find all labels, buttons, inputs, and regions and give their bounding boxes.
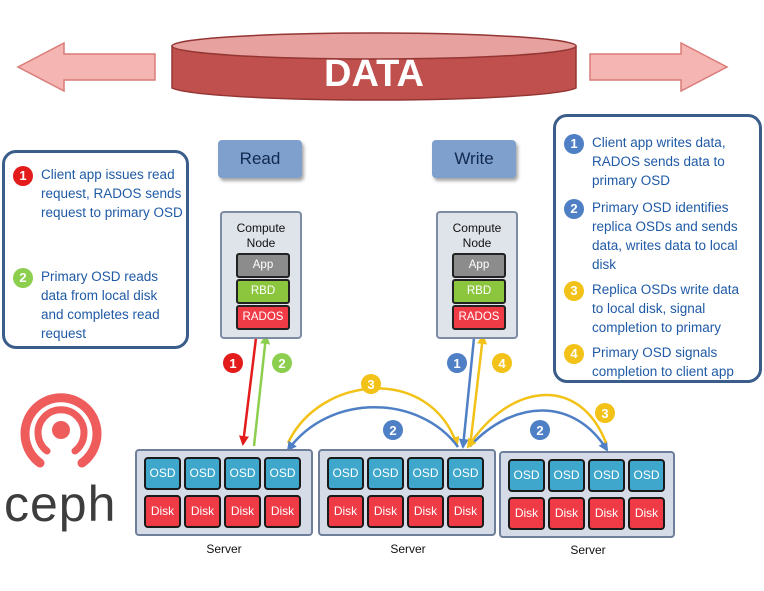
ceph-logo-icon — [20, 393, 102, 468]
disk-3: Disk — [224, 495, 261, 528]
server-3: OSD OSD OSD OSD Disk Disk Disk Disk — [499, 451, 675, 538]
osd-3: OSD — [407, 457, 444, 490]
rbd-layer: RBD — [452, 279, 506, 304]
app-layer: App — [236, 253, 290, 278]
osd-2: OSD — [548, 459, 585, 492]
osd-1: OSD — [327, 457, 364, 490]
svg-text:2: 2 — [278, 356, 285, 371]
write-step-4-badge: 4 — [564, 344, 584, 364]
left-arrow — [16, 41, 156, 93]
osd-2: OSD — [367, 457, 404, 490]
write-compute-node: Compute Node App RBD RADOS — [436, 211, 518, 339]
ceph-wordmark: ceph — [4, 476, 117, 532]
svg-text:3: 3 — [601, 406, 608, 421]
write-step-2-text: Primary OSD identifies replica OSDs and … — [592, 200, 738, 272]
write-step-4: 4 Primary OSD signals completion to clie… — [564, 343, 754, 381]
server-2: OSD OSD OSD OSD Disk Disk Disk Disk — [318, 449, 496, 536]
server-3-label: Server — [570, 543, 606, 557]
read-step-1-text: Client app issues read request, RADOS se… — [41, 167, 183, 220]
compute-node-title: Compute Node — [236, 221, 286, 250]
disk-3: Disk — [407, 495, 444, 528]
disk-2: Disk — [548, 497, 585, 530]
disk-1: Disk — [327, 495, 364, 528]
write-step-3: 3 Replica OSDs write data to local disk,… — [564, 280, 754, 337]
rbd-layer: RBD — [236, 279, 290, 304]
badge-send-2a: 2 — [383, 420, 403, 440]
badge-write-4: 4 — [492, 353, 512, 373]
read-mode-label: Read — [218, 140, 302, 178]
read-step-2-badge: 2 — [13, 268, 33, 288]
disk-4: Disk — [628, 497, 665, 530]
right-arrow — [589, 41, 729, 93]
write-step-1-text: Client app writes data, RADOS sends data… — [592, 135, 726, 188]
osd-4: OSD — [628, 459, 665, 492]
badge-write-1: 1 — [447, 353, 467, 373]
read-step-2-text: Primary OSD reads data from local disk a… — [41, 269, 160, 341]
write-step-4-text: Primary OSD signals completion to client… — [592, 345, 734, 379]
badge-send-2b: 2 — [530, 420, 550, 440]
replica-send-arc-right — [469, 409, 609, 452]
write-step-2-badge: 2 — [564, 199, 584, 219]
osd-2: OSD — [184, 457, 221, 490]
write-mode-label: Write — [432, 140, 516, 178]
server-1-label: Server — [206, 542, 242, 556]
disk-1: Disk — [144, 495, 181, 528]
app-layer: App — [452, 253, 506, 278]
osd-3: OSD — [224, 457, 261, 490]
badge-read-2: 2 — [272, 353, 292, 373]
server-1: OSD OSD OSD OSD Disk Disk Disk Disk — [135, 449, 313, 536]
badge-read-1: 1 — [223, 353, 243, 373]
svg-text:2: 2 — [536, 423, 543, 438]
write-step-2: 2 Primary OSD identifies replica OSDs an… — [564, 198, 754, 274]
disk-2: Disk — [184, 495, 221, 528]
read-compute-node: Compute Node App RBD RADOS — [220, 211, 302, 339]
osd-4: OSD — [264, 457, 301, 490]
osd-4: OSD — [447, 457, 484, 490]
svg-text:4: 4 — [498, 356, 506, 371]
disk-3: Disk — [588, 497, 625, 530]
disk-2: Disk — [367, 495, 404, 528]
compute-node-title: Compute Node — [452, 221, 502, 250]
badge-replica-3a: 3 — [361, 374, 381, 394]
data-cylinder — [171, 32, 577, 101]
write-step-3-text: Replica OSDs write data to local disk, s… — [592, 282, 740, 335]
write-steps-panel: 1 Client app writes data, RADOS sends da… — [553, 114, 762, 383]
replica-complete-arc-right — [466, 393, 608, 449]
read-steps-panel: 1 Client app issues read request, RADOS … — [2, 150, 189, 349]
svg-text:1: 1 — [453, 356, 460, 371]
rados-layer: RADOS — [452, 305, 506, 330]
svg-text:3: 3 — [367, 377, 374, 392]
osd-1: OSD — [508, 459, 545, 492]
svg-text:1: 1 — [229, 356, 236, 371]
read-step-1: 1 Client app issues read request, RADOS … — [13, 165, 183, 222]
osd-3: OSD — [588, 459, 625, 492]
replica-complete-arc-left — [286, 387, 460, 447]
server-2-label: Server — [390, 542, 426, 556]
write-complete-arrow — [468, 334, 488, 448]
write-step-1: 1 Client app writes data, RADOS sends da… — [564, 133, 754, 190]
rados-layer: RADOS — [236, 305, 290, 330]
replica-send-arc-left — [286, 406, 460, 452]
read-complete-arrow — [252, 334, 271, 447]
svg-text:2: 2 — [389, 423, 396, 438]
write-step-3-badge: 3 — [564, 281, 584, 301]
data-banner-title: DATA — [324, 53, 424, 95]
badge-replica-3b: 3 — [595, 403, 615, 423]
disk-4: Disk — [264, 495, 301, 528]
read-step-1-badge: 1 — [13, 166, 33, 186]
read-step-2: 2 Primary OSD reads data from local disk… — [13, 267, 183, 343]
disk-1: Disk — [508, 497, 545, 530]
write-step-1-badge: 1 — [564, 134, 584, 154]
disk-4: Disk — [447, 495, 484, 528]
osd-1: OSD — [144, 457, 181, 490]
write-data-arrow — [458, 337, 476, 449]
read-request-arrow — [239, 337, 258, 446]
